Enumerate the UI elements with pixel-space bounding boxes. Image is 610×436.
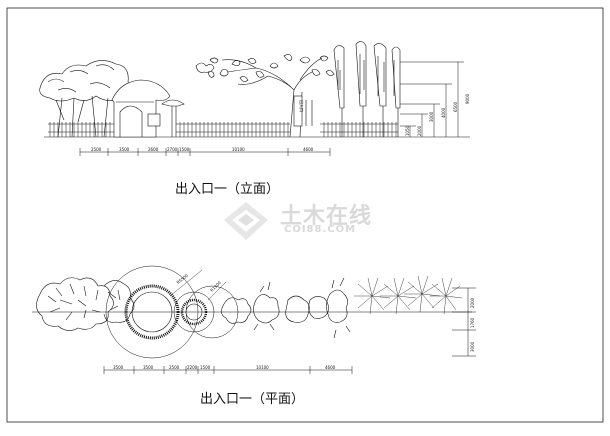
watermark-text: 土木在线 <box>280 204 373 229</box>
plan-h-1: 2000 <box>470 297 475 308</box>
plan-dim-2: 3500 <box>143 365 154 370</box>
elevation-title: 出入口一（立面） <box>175 182 280 197</box>
elevation-fence <box>48 122 398 137</box>
elev-h-1: 1050 <box>405 125 410 136</box>
plan-dim-7: 4600 <box>325 365 336 370</box>
elev-h-5: 6500 <box>453 101 458 112</box>
sign-label: 出入口 <box>299 100 305 112</box>
elevation-height-dims <box>400 61 470 138</box>
elev-dim-7: 4600 <box>303 147 314 152</box>
plan-title: 出入口一（平面） <box>200 392 305 407</box>
tall-trees <box>333 41 401 137</box>
plan-starbursts <box>354 275 463 315</box>
plan-dim-6: 10100 <box>256 365 269 370</box>
plan-shrubs-left <box>36 277 135 331</box>
plan-dim-line <box>103 366 353 374</box>
elevation-dim-texts: 2500 3500 2600 2700 1500 10100 4600 1050… <box>91 93 470 152</box>
elev-dim-1: 2500 <box>91 147 102 152</box>
plan-dim-1: 3500 <box>113 365 124 370</box>
watermark-sub: COI88.COM <box>284 224 357 235</box>
watermark-logo-icon <box>224 202 268 240</box>
elev-h-2: 2000 <box>417 125 422 136</box>
elev-h-6: 9000 <box>465 93 470 104</box>
watermark: 土木在线 COI88.COM <box>218 200 418 242</box>
elev-dim-3: 2600 <box>148 147 159 152</box>
plan-drawing <box>32 265 476 374</box>
elev-dim-4: 2700 <box>167 147 178 152</box>
sheet-border <box>6 7 604 423</box>
elev-dim-6: 10100 <box>232 147 245 152</box>
ring-label-2: R1300 <box>209 280 222 293</box>
ring-label-1: R5500 <box>176 273 190 285</box>
plan-height-dims <box>452 287 476 357</box>
plan-dim-3: 2500 <box>169 365 180 370</box>
elev-dim-5: 1500 <box>179 147 190 152</box>
plan-dim-4: 2200 <box>187 365 198 370</box>
plan-rings <box>105 265 239 359</box>
plan-h-3: 3000 <box>470 341 475 352</box>
plan-dim-5: 1500 <box>200 365 211 370</box>
elev-dim-2: 3500 <box>119 147 130 152</box>
central-tree <box>195 54 335 138</box>
gate-house <box>111 79 185 138</box>
elevation-drawing <box>39 41 470 156</box>
elev-h-4: 4000 <box>441 107 446 118</box>
plan-h-2: 1760 <box>470 317 475 328</box>
elevation-dim-line <box>79 148 331 156</box>
elev-h-3: 3000 <box>429 111 434 122</box>
left-trees <box>39 60 131 138</box>
plan-shrubs-middle <box>221 277 351 339</box>
